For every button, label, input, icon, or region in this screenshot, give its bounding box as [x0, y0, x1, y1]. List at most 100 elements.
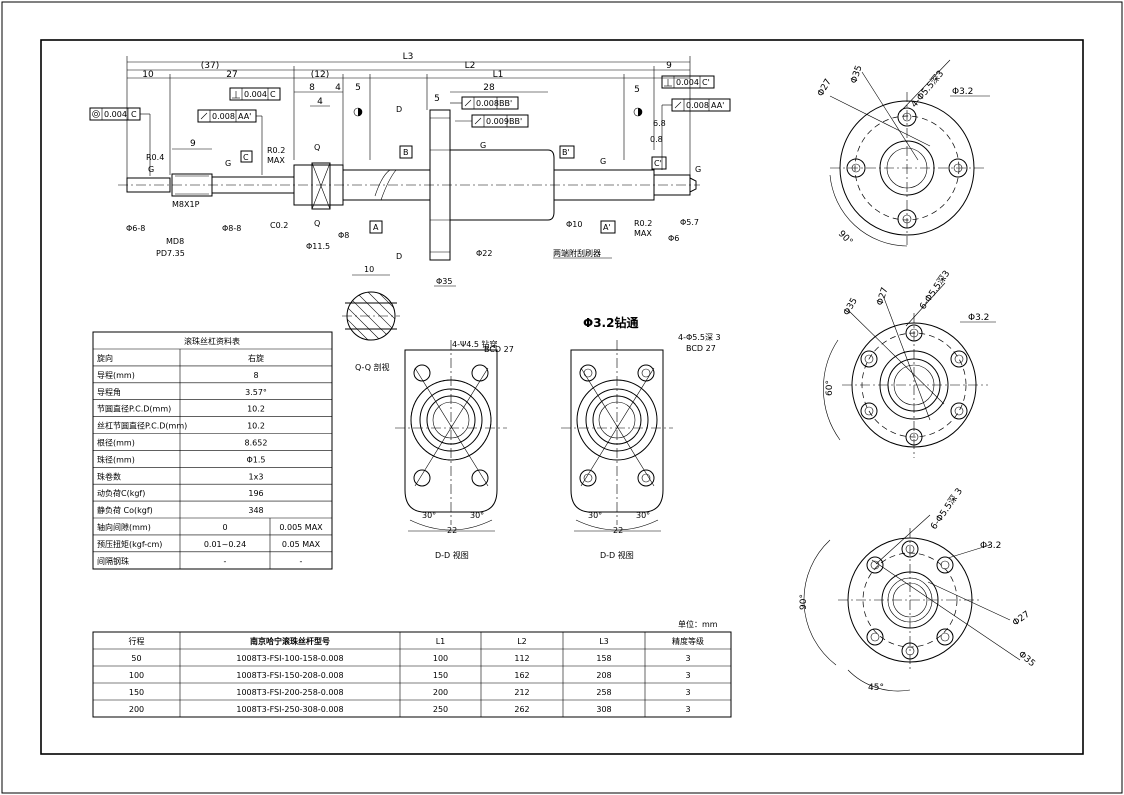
- spec-param: 旋向: [97, 353, 113, 363]
- callout-g-1: G: [148, 165, 154, 174]
- callout-9: 9: [190, 139, 196, 149]
- model-cell: 158: [596, 654, 611, 663]
- qq-dim-10: 10: [364, 265, 374, 274]
- dd2-note-bcd: BCD 27: [686, 344, 716, 353]
- model-cell: 3: [685, 705, 690, 714]
- dim-L2: L2: [465, 61, 476, 71]
- f1-d35: Φ35: [849, 64, 864, 85]
- f1-d27: Φ27: [816, 77, 834, 98]
- f2-holes: 6-Φ5.5深3: [917, 268, 952, 311]
- qq-caption: Q-Q 剖视: [355, 362, 390, 372]
- callout-c02: C0.2: [270, 221, 288, 230]
- spec-row: 旋向右旋: [97, 353, 264, 363]
- f3-d32: Φ3.2: [980, 541, 1001, 551]
- dd1-note-bcd: BCD 27: [484, 345, 514, 354]
- tol-aar-value: 0.008: [686, 101, 709, 110]
- model-cell: 162: [514, 671, 529, 680]
- spec-param: 根径(mm): [97, 438, 135, 448]
- dd1-angle-1: 30°: [422, 511, 436, 520]
- spec-row: 丝杠节圆直径P.C.D(mm)10.2: [97, 421, 265, 431]
- section-d-top: D: [396, 105, 402, 114]
- header-cell: 南京哈宁滚珠丝杆型号: [250, 636, 330, 646]
- datum-b-box: B: [403, 148, 409, 157]
- tol-cprime-datum: C': [702, 78, 710, 87]
- spec-value: 0.01~0.24: [204, 540, 246, 549]
- model-cell: 262: [514, 705, 529, 714]
- callout-pd735: PD7.35: [156, 249, 185, 258]
- drawing-frame: [40, 39, 1084, 755]
- tol-bb-value-2: 0.009: [486, 117, 509, 126]
- dd1-width: 22: [447, 526, 457, 535]
- section-d-bottom: D: [396, 252, 402, 261]
- model-cell: 150: [129, 688, 144, 697]
- dim-10: 10: [142, 70, 154, 80]
- callout-m8x1p: M8X1P: [172, 200, 200, 209]
- header-cell: L1: [436, 637, 446, 646]
- tol-c-datum: C: [131, 110, 137, 119]
- model-cell: 150: [433, 671, 448, 680]
- spec-value: 196: [248, 489, 263, 498]
- section-q-top: Q: [314, 143, 320, 152]
- datum-cprime-box: C': [654, 159, 662, 168]
- dim-L1: L1: [493, 70, 504, 80]
- spec-value: 3.57°: [245, 388, 267, 397]
- model-cell: 1008T3-FSI-250-308-0.008: [236, 705, 343, 714]
- spec-value: 10.2: [247, 405, 265, 414]
- model-cell: 100: [129, 671, 144, 680]
- callout-r02: R0.2: [267, 146, 285, 155]
- tol-bb-value-1: 0.008: [476, 99, 499, 108]
- model-cell: 258: [596, 688, 611, 697]
- model-cell: 3: [685, 688, 690, 697]
- datum-aprime-box: A': [603, 223, 611, 232]
- model-cell: 112: [514, 654, 529, 663]
- spec-param: 轴向间隙(mm): [97, 522, 151, 532]
- dim-5c: 5: [634, 85, 640, 95]
- datum-a-box: A: [373, 223, 379, 232]
- callout-d10: Φ10: [566, 220, 582, 229]
- spec-value-max: -: [300, 557, 303, 566]
- spec-value: 8.652: [245, 439, 268, 448]
- header-cell: L3: [599, 637, 609, 646]
- callout-68: 6.8: [653, 119, 666, 128]
- callout-d8: Φ8-8: [222, 224, 241, 233]
- callout-wiper: 两端附刮刷器: [553, 248, 601, 258]
- dim-37: (37): [201, 61, 219, 71]
- spec-value: 348: [248, 506, 263, 515]
- model-cell: 100: [433, 654, 448, 663]
- tol-perp-datum: C: [270, 90, 276, 99]
- dd2-angle-2: 30°: [636, 511, 650, 520]
- callout-g-2: G: [225, 159, 231, 168]
- dim-L3: L3: [403, 52, 414, 62]
- callout-d115: Φ11.5: [306, 242, 330, 251]
- spec-param: 珠卷数: [97, 471, 121, 481]
- header-cell: L2: [517, 637, 527, 646]
- spec-param: 静负荷 Co(kgf): [97, 505, 153, 515]
- callout-d8-body: Φ8: [338, 231, 349, 240]
- spec-row: 导程(mm)8: [97, 371, 259, 380]
- model-cell: 212: [514, 688, 529, 697]
- spec-value: 10.2: [247, 422, 265, 431]
- spec-param: 预压扭矩(kgf-cm): [97, 539, 162, 549]
- f3-angle-90: 90°: [799, 594, 809, 610]
- model-cell: 308: [596, 705, 611, 714]
- dim-5b: 5: [434, 94, 440, 104]
- dim-27: 27: [226, 70, 237, 80]
- flange-view-2: Φ35 Φ27 6-Φ5.5深3 Φ3.2 60°: [823, 268, 996, 458]
- spec-value: 1x3: [249, 472, 264, 481]
- spec-row: 节圆直径P.C.D(mm)10.2: [97, 404, 265, 414]
- spec-value-max: 0.005 MAX: [279, 523, 323, 532]
- spec-row: 间隔钢珠--: [97, 556, 303, 566]
- callout-r04: R0.4: [146, 153, 164, 162]
- unit-label: 单位：mm: [678, 619, 718, 629]
- model-cell: 200: [433, 688, 448, 697]
- spec-row: 动负荷C(kgf)196: [97, 488, 264, 498]
